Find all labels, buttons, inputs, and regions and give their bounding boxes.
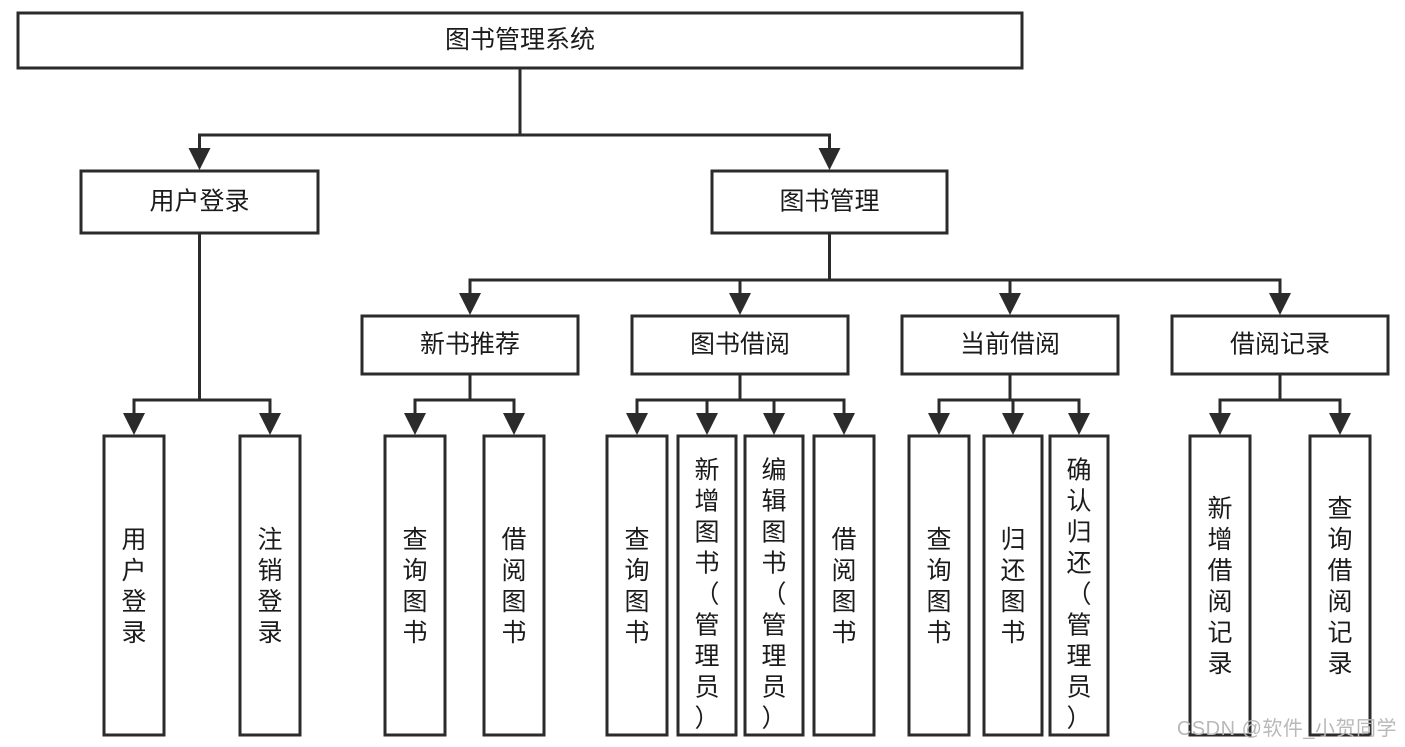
node-label: 归还图书 (1000, 526, 1025, 647)
arrow-head-icon (404, 413, 426, 435)
node-box (812, 434, 876, 737)
arrow-head-icon (1002, 413, 1024, 435)
node-label: 确认归还（管理员） (1066, 456, 1091, 732)
arrow-head-icon (1269, 293, 1291, 315)
node-borrow-record[interactable]: 借阅记录 (1170, 314, 1390, 376)
node-root[interactable]: 图书管理系统 (16, 11, 1024, 70)
arrow-head-icon (999, 293, 1021, 315)
node-label: 查询图书 (926, 526, 951, 647)
arrow-head-icon (696, 413, 718, 435)
node-box (743, 434, 805, 737)
node-label: 编辑图书（管理员） (761, 456, 786, 732)
arrow-head-icon (833, 413, 855, 435)
node-box (710, 169, 949, 235)
node-box (482, 434, 546, 737)
node-label: 用户登录 (149, 188, 249, 216)
node-box (360, 314, 580, 376)
node-label: 当前借阅 (960, 331, 1060, 359)
node-label: 新书推荐 (420, 331, 520, 359)
node-leaf-user-login[interactable]: 用户登录 (102, 434, 166, 737)
node-box (982, 434, 1044, 737)
node-box (1170, 314, 1390, 376)
node-leaf-query-book-2[interactable]: 查询图书 (605, 434, 669, 737)
node-box (630, 314, 850, 376)
node-box (1048, 434, 1110, 737)
node-label: 新增图书（管理员） (694, 456, 719, 732)
node-leaf-confirm-return[interactable]: 确认归还（管理员） (1048, 434, 1110, 737)
node-label: 图书管理 (779, 188, 879, 216)
node-box (79, 169, 320, 235)
arrow-head-icon (1329, 413, 1351, 435)
node-leaf-logout[interactable]: 注销登录 (238, 434, 302, 737)
arrow-head-icon (123, 413, 145, 435)
node-box (1188, 434, 1252, 737)
node-label: 图书借阅 (690, 331, 790, 359)
node-box (1308, 434, 1372, 737)
arrow-head-icon (1068, 413, 1090, 435)
node-label: 查询图书 (402, 526, 427, 647)
node-box (16, 11, 1024, 70)
node-leaf-return-book[interactable]: 归还图书 (982, 434, 1044, 737)
node-leaf-query-book-1[interactable]: 查询图书 (383, 434, 447, 737)
node-label: 新增借阅记录 (1207, 495, 1232, 678)
arrow-head-icon (503, 413, 525, 435)
node-current-borrow[interactable]: 当前借阅 (900, 314, 1120, 376)
node-box (605, 434, 669, 737)
node-box (907, 434, 971, 737)
node-leaf-borrow-book-2[interactable]: 借阅图书 (812, 434, 876, 737)
arrow-head-icon (626, 413, 648, 435)
node-leaf-query-book-3[interactable]: 查询图书 (907, 434, 971, 737)
node-leaf-query-record[interactable]: 查询借阅记录 (1308, 434, 1372, 737)
arrow-head-icon (729, 293, 751, 315)
node-box (383, 434, 447, 737)
node-leaf-add-record[interactable]: 新增借阅记录 (1188, 434, 1252, 737)
node-leaf-edit-book[interactable]: 编辑图书（管理员） (743, 434, 805, 737)
arrow-head-icon (1209, 413, 1231, 435)
nodes-layer: 图书管理系统用户登录图书管理新书推荐图书借阅当前借阅借阅记录用户登录注销登录查询… (16, 11, 1390, 737)
node-box (900, 314, 1120, 376)
node-label: 查询借阅记录 (1327, 495, 1352, 678)
node-book-borrow[interactable]: 图书借阅 (630, 314, 850, 376)
node-new-book-rec[interactable]: 新书推荐 (360, 314, 580, 376)
node-box (238, 434, 302, 737)
node-label: 借阅记录 (1230, 331, 1330, 359)
arrow-head-icon (818, 148, 841, 170)
node-label: 借阅图书 (501, 526, 526, 647)
node-leaf-borrow-book-1[interactable]: 借阅图书 (482, 434, 546, 737)
node-label: 查询图书 (624, 526, 649, 647)
arrow-head-icon (763, 413, 785, 435)
node-leaf-add-book[interactable]: 新增图书（管理员） (676, 434, 738, 737)
arrow-head-icon (188, 148, 211, 170)
node-box (676, 434, 738, 737)
node-book-manage[interactable]: 图书管理 (710, 169, 949, 235)
arrow-head-icon (928, 413, 950, 435)
node-label: 借阅图书 (831, 526, 856, 647)
node-label: 图书管理系统 (445, 26, 595, 54)
node-label: 用户登录 (121, 526, 146, 647)
node-user-login[interactable]: 用户登录 (79, 169, 320, 235)
node-label: 注销登录 (257, 526, 282, 647)
arrow-head-icon (459, 293, 481, 315)
arrow-head-icon (259, 413, 281, 435)
edges-layer (123, 66, 1351, 435)
node-box (102, 434, 166, 737)
